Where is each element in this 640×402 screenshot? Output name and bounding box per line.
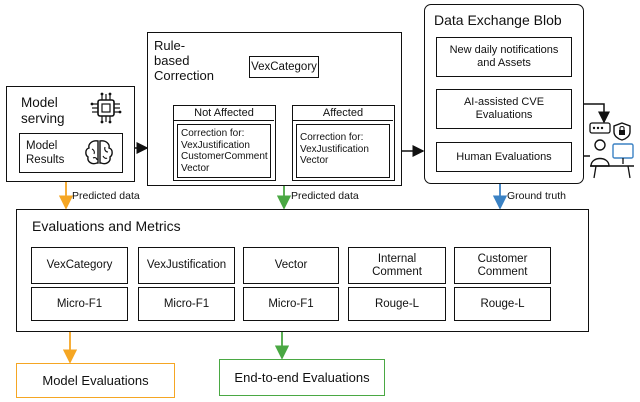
data-exchange-title: Data Exchange Blob xyxy=(434,12,562,28)
model-results-box: Model Results xyxy=(19,133,123,173)
not-affected-label: Not Affected xyxy=(194,107,254,119)
affected-branch: Affected Correction for: VexJustificatio… xyxy=(292,105,395,181)
model-evaluations-label: Model Evaluations xyxy=(42,373,149,388)
evaluations-metrics-panel: Evaluations and Metrics VexCategory Micr… xyxy=(16,209,589,332)
metric-value-internal-comment: Rouge-L xyxy=(348,287,446,321)
affected-text: Correction for: VexJustification Vector xyxy=(300,132,369,166)
model-serving-title: Model serving xyxy=(21,95,65,126)
affected-label: Affected xyxy=(322,107,364,119)
affected-header: Affected xyxy=(293,106,393,121)
data-exchange-blob-panel: Data Exchange Blob New daily notificatio… xyxy=(424,4,584,184)
not-affected-body: Correction for: VexJustification Custome… xyxy=(177,124,271,178)
metric-value-vexjustification: Micro-F1 xyxy=(138,287,235,321)
metric-name-vexcategory: VexCategory xyxy=(31,247,128,284)
vexcategory-root-box: VexCategory xyxy=(249,56,319,78)
not-affected-text: Correction for: VexJustification Custome… xyxy=(181,128,268,174)
vexcategory-root-label: VexCategory xyxy=(251,61,317,73)
not-affected-header: Not Affected xyxy=(174,106,274,121)
new-notifications-box: New daily notifications and Assets xyxy=(436,37,572,77)
rule-based-title: Rule- based Correction xyxy=(154,38,214,83)
end-to-end-evaluations-box: End-to-end Evaluations xyxy=(219,359,385,396)
ai-assisted-cve-box: AI-assisted CVE Evaluations xyxy=(436,89,572,129)
predicted-data-label-1: Predicted data xyxy=(72,190,140,202)
analyst-at-computer-icon xyxy=(588,120,638,182)
brain-icon xyxy=(82,138,116,168)
model-results-label: Model Results xyxy=(26,140,65,166)
rule-based-correction-panel: Rule- based Correction VexCategory Not A… xyxy=(147,32,402,186)
ai-chip-icon xyxy=(89,91,123,125)
ground-truth-label: Ground truth xyxy=(507,190,566,202)
end-to-end-evaluations-label: End-to-end Evaluations xyxy=(234,370,370,385)
model-serving-panel: Model serving Model Results xyxy=(6,86,135,182)
metric-name-vector: Vector xyxy=(243,247,339,284)
human-evaluations-label: Human Evaluations xyxy=(456,151,552,163)
model-evaluations-box: Model Evaluations xyxy=(16,363,175,398)
human-evaluations-box: Human Evaluations xyxy=(436,142,572,172)
metric-value-vexcategory: Micro-F1 xyxy=(31,287,128,321)
ai-assisted-cve-label: AI-assisted CVE Evaluations xyxy=(463,96,545,121)
evaluations-metrics-title: Evaluations and Metrics xyxy=(32,218,181,234)
not-affected-branch: Not Affected Correction for: VexJustific… xyxy=(173,105,276,181)
metric-name-vexjustification: VexJustification xyxy=(138,247,235,284)
new-notifications-label: New daily notifications and Assets xyxy=(449,44,559,69)
metric-value-vector: Micro-F1 xyxy=(243,287,339,321)
predicted-data-label-2: Predicted data xyxy=(291,190,359,202)
metric-value-customer-comment: Rouge-L xyxy=(454,287,551,321)
affected-body: Correction for: VexJustification Vector xyxy=(296,124,390,178)
